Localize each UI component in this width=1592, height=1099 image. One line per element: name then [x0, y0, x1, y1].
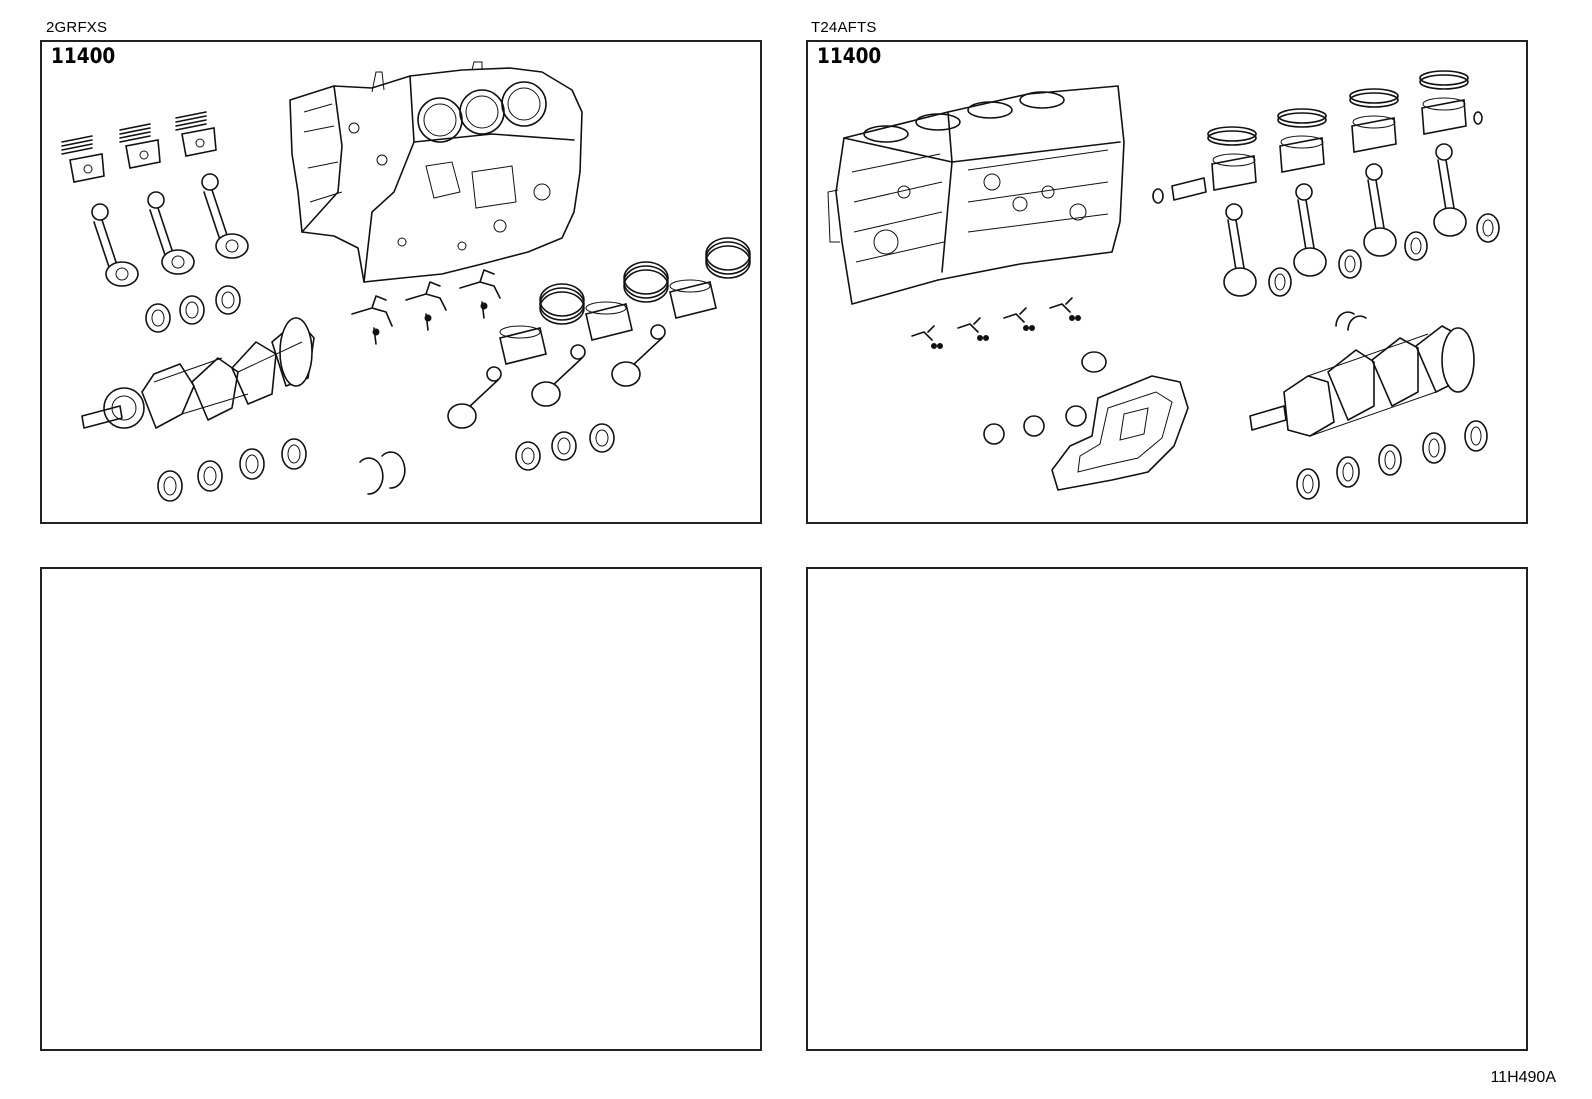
panel-2-parts-illustration	[827, 70, 1500, 500]
piston-ring-set-icon	[61, 111, 207, 155]
piston-ring-set-icon	[1207, 70, 1469, 146]
piston-pin-icon	[1152, 177, 1207, 204]
bearing-shell-icon	[1268, 213, 1500, 297]
piston-icon	[499, 279, 717, 365]
piston-ring-set-icon	[539, 237, 751, 325]
panel-2-ref-number: 11400	[817, 44, 882, 68]
bearing-shell-icon	[1296, 420, 1488, 500]
crankshaft-icon	[81, 317, 315, 429]
panel-2-caption: T24AFTS	[811, 19, 877, 36]
bearing-shell-icon	[515, 423, 615, 471]
diagram-panel-2: 11400	[806, 40, 1528, 524]
bearing-shell-icon	[157, 438, 307, 502]
oil-jet-icon	[911, 297, 1081, 349]
diagram-panel-3	[40, 567, 762, 1051]
oil-pan-icon	[1051, 375, 1189, 491]
illustration-id: 11H490A	[1490, 1069, 1556, 1086]
diagram-panel-4	[806, 567, 1528, 1051]
panel-1-ref-number: 11400	[51, 44, 116, 68]
connecting-rod-icon	[1223, 143, 1467, 297]
seal-ring-icon	[983, 351, 1107, 445]
thrust-washer-icon	[1335, 311, 1367, 331]
v6-cylinder-block-icon	[289, 61, 583, 283]
bearing-shell-icon	[145, 285, 241, 333]
crankshaft-icon	[1249, 325, 1475, 437]
piston-icon	[69, 127, 217, 183]
panel-1-caption: 2GRFXS	[46, 19, 108, 36]
connecting-rod-icon	[447, 324, 666, 429]
diagram-panel-1: 11400	[40, 40, 762, 524]
thrust-washer-icon	[359, 451, 406, 495]
panel-1-parts-illustration	[61, 61, 751, 502]
piston-icon	[1211, 97, 1483, 191]
connecting-rod-icon	[91, 173, 249, 287]
oil-jet-icon	[351, 269, 501, 345]
inline4-cylinder-block-icon	[827, 85, 1125, 305]
